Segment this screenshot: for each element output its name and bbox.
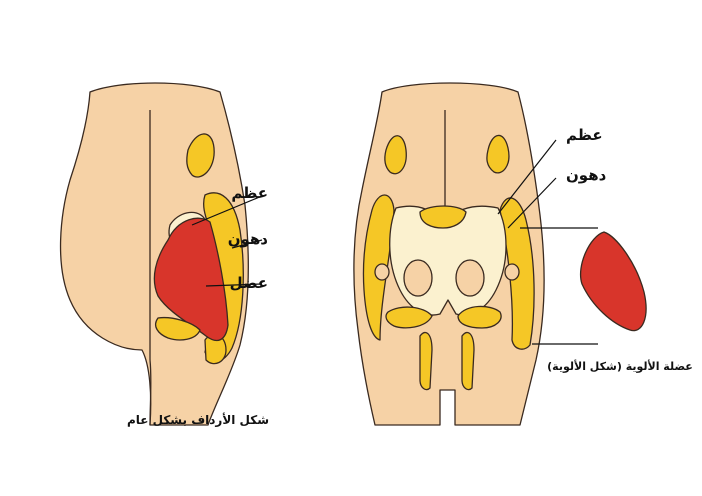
- left-fat-leader: [231, 239, 263, 249]
- right-bone-leader: [497, 139, 557, 215]
- right-obturator-right: [455, 259, 485, 297]
- right-thigh-fat-left: [419, 331, 433, 391]
- right-leader-lines: [497, 139, 598, 345]
- right-fat-label: دهون: [566, 166, 607, 184]
- left-muscle-leader: [205, 283, 263, 287]
- left-muscle-label: عضل: [230, 274, 268, 292]
- left-caption: شكل الأرداف بشكل عام: [127, 412, 269, 428]
- right-buttocks-figure: [353, 82, 545, 426]
- left-buttocks-figure: [59, 82, 249, 426]
- right-hip-joint-right: [504, 263, 520, 281]
- right-hip-fat-right: [486, 134, 510, 174]
- right-sacrum-fat: [419, 205, 467, 229]
- left-bone-leader: [191, 195, 263, 226]
- right-fat-leader: [507, 177, 557, 229]
- left-hip-fat-top: [186, 133, 215, 178]
- left-fat-label: دهون: [228, 230, 269, 248]
- right-thigh-fat-right: [461, 331, 475, 391]
- left-gluteal-muscle: [153, 217, 229, 342]
- right-bone-label: عظم: [566, 126, 603, 144]
- right-hip-joint-left: [374, 263, 390, 281]
- right-lower-fat-left: [385, 306, 433, 329]
- right-obturator-left: [403, 259, 433, 297]
- left-lower-fat: [154, 316, 201, 341]
- right-lower-fat-right: [457, 305, 502, 329]
- isolated-gluteal-muscle: [580, 231, 647, 332]
- left-bone-label: عظم: [231, 184, 268, 202]
- right-caption: عضلة الألوية (شكل الألوية): [547, 359, 693, 373]
- left-leader-lines: [191, 195, 263, 287]
- right-hip-fat-left: [384, 135, 407, 175]
- left-thigh-line: [149, 359, 152, 426]
